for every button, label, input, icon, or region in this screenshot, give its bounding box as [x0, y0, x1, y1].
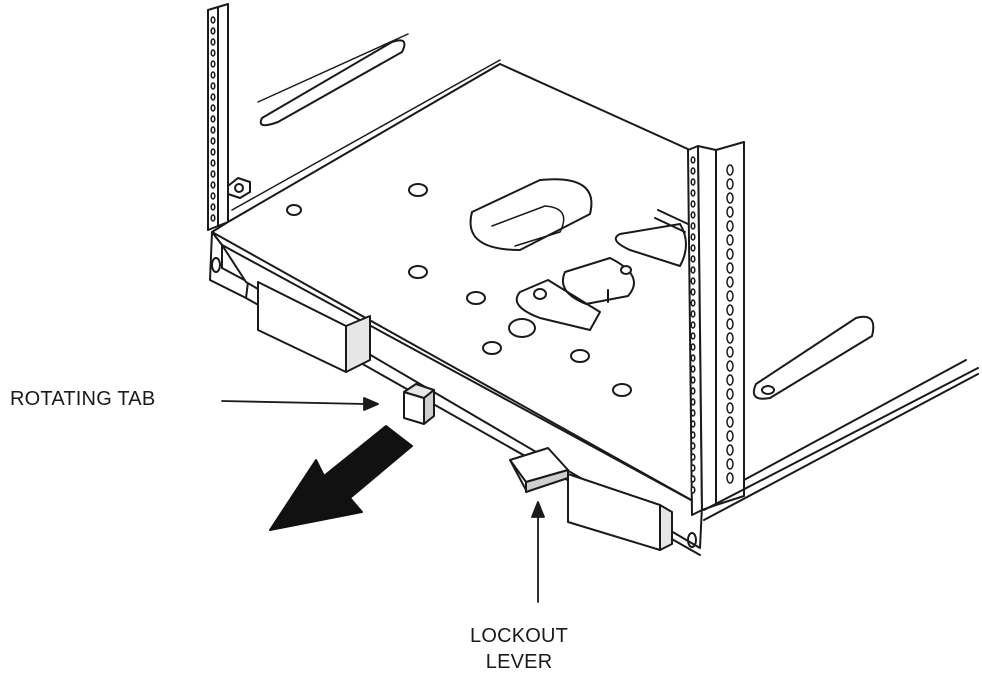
rail-hole: [690, 475, 696, 483]
rail-hole: [210, 170, 216, 178]
rail-hole: [690, 277, 696, 285]
rail-hole: [690, 167, 696, 175]
rail-hole: [726, 416, 734, 428]
rail-hole: [690, 321, 696, 329]
rail-hole: [726, 206, 734, 218]
rail-hole: [690, 398, 696, 406]
rail-hole: [726, 164, 734, 176]
rail-hole: [726, 318, 734, 330]
rail-hole: [690, 255, 696, 263]
channel-right: [567, 473, 673, 551]
rail-hole: [210, 38, 216, 46]
rail-hole: [726, 178, 734, 190]
rail-hole: [690, 156, 696, 164]
front-right-rail: [687, 141, 745, 516]
rail-hole: [690, 442, 696, 450]
leader-lines: [221, 397, 545, 603]
rail-hole: [690, 299, 696, 307]
rail-hole: [726, 332, 734, 344]
left-rear-rail: [207, 3, 229, 231]
rail-hole: [690, 376, 696, 384]
rail-hole: [690, 244, 696, 252]
rail-hole: [690, 409, 696, 417]
rail-hole: [726, 192, 734, 204]
rail-hole: [690, 343, 696, 351]
front-lip: [209, 231, 703, 556]
lockout-lever-label-line1: LOCKOUT: [470, 625, 569, 647]
lockout-lever-label-line2: LEVER: [485, 651, 553, 673]
rail-hole: [690, 453, 696, 461]
rail-hole: [690, 354, 696, 362]
rail-hole: [690, 189, 696, 197]
rail-hole: [690, 332, 696, 340]
rail-hole: [210, 71, 216, 79]
rail-hole: [210, 16, 216, 24]
channel-left: [257, 281, 371, 373]
rail-hole: [690, 431, 696, 439]
rail-hole: [690, 387, 696, 395]
rail-hole: [726, 220, 734, 232]
rail-hole: [726, 290, 734, 302]
rail-hole: [726, 444, 734, 456]
rail-hole: [210, 203, 216, 211]
rail-hole: [210, 148, 216, 156]
rail-hole: [690, 365, 696, 373]
rail-hole: [690, 200, 696, 208]
rail-hole: [210, 126, 216, 134]
rail-hole: [690, 178, 696, 186]
rail-hole: [726, 374, 734, 386]
corner-bolt: [227, 177, 251, 199]
rail-hole: [210, 159, 216, 167]
right-side-frame: [703, 315, 979, 521]
rail-hole: [726, 360, 734, 372]
floor-holes: [286, 183, 632, 397]
rail-hole: [690, 486, 696, 494]
rail-hole: [210, 82, 216, 90]
rail-hole: [210, 192, 216, 200]
rail-hole: [210, 49, 216, 57]
rail-hole: [210, 27, 216, 35]
left-wall-slot: [259, 39, 406, 127]
rail-hole: [690, 233, 696, 241]
rail-hole: [726, 276, 734, 288]
rail-hole: [690, 222, 696, 230]
rail-hole: [690, 420, 696, 428]
rail-hole: [726, 458, 734, 470]
rail-hole: [726, 402, 734, 414]
rail-hole: [690, 464, 696, 472]
rail-hole: [210, 104, 216, 112]
rail-hole: [210, 93, 216, 101]
rail-hole: [210, 60, 216, 68]
rail-hole: [726, 346, 734, 358]
rail-hole: [210, 214, 216, 222]
rail-hole: [690, 310, 696, 318]
rail-hole: [210, 181, 216, 189]
rail-hole: [726, 430, 734, 442]
rail-hole: [726, 388, 734, 400]
rail-hole: [726, 304, 734, 316]
rotating-tab-part: [403, 383, 435, 425]
lockout-lever-label: LOCKOUT LEVER: [470, 623, 568, 675]
floor-cutouts: [469, 178, 689, 331]
rail-hole: [690, 266, 696, 274]
rail-hole: [726, 234, 734, 246]
rail-hole: [726, 472, 734, 484]
rail-hole: [726, 262, 734, 274]
lockout-lever-part: [509, 447, 569, 493]
pull-direction-arrow: [269, 425, 413, 531]
rail-hole: [210, 137, 216, 145]
rotating-tab-label: ROTATING TAB: [10, 388, 156, 410]
rail-hole: [690, 288, 696, 296]
rail-hole: [690, 211, 696, 219]
rail-hole: [726, 248, 734, 260]
rail-hole: [210, 115, 216, 123]
